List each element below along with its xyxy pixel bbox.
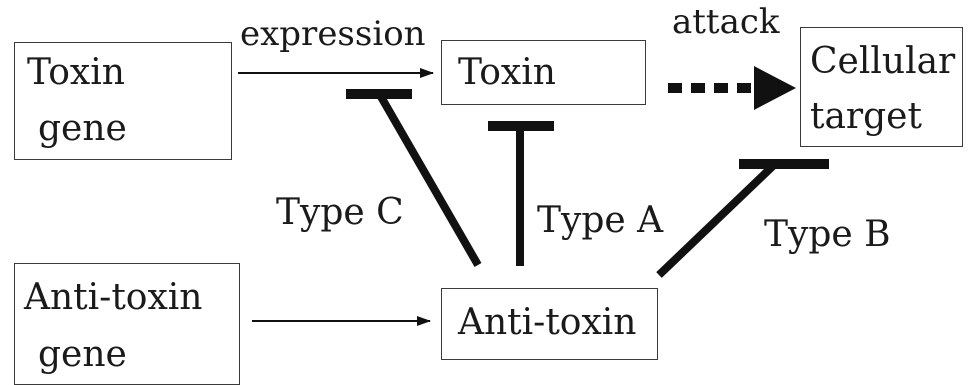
toxin-label: Toxin bbox=[458, 52, 556, 93]
type-c-label: Type C bbox=[276, 192, 404, 233]
cellular-target-label-line1: Cellular bbox=[810, 41, 956, 82]
type-c-inhibition-stem bbox=[376, 93, 482, 267]
antitoxin-gene-label-line1: Anti-toxin bbox=[24, 277, 203, 318]
attack-arrow-head bbox=[754, 66, 796, 110]
type-a-label: Type A bbox=[537, 200, 664, 241]
toxin-box bbox=[441, 40, 646, 105]
attack-label: attack bbox=[672, 2, 780, 42]
expression-label: expression bbox=[240, 14, 426, 54]
toxin-gene-box bbox=[14, 42, 232, 160]
antitoxin-label: Anti-toxin bbox=[458, 302, 637, 343]
cellular-target-label-line2: target bbox=[810, 96, 922, 137]
toxin-gene-label-line1: Toxin bbox=[27, 52, 125, 93]
type-b-label: Type B bbox=[764, 214, 891, 255]
antitoxin-gene-label-line2: gene bbox=[38, 334, 127, 375]
cellular-target-box bbox=[800, 27, 963, 147]
toxin-gene-label-line2: gene bbox=[38, 108, 127, 149]
antitoxin-box bbox=[441, 288, 658, 360]
type-b-inhibition-stem bbox=[656, 161, 778, 278]
